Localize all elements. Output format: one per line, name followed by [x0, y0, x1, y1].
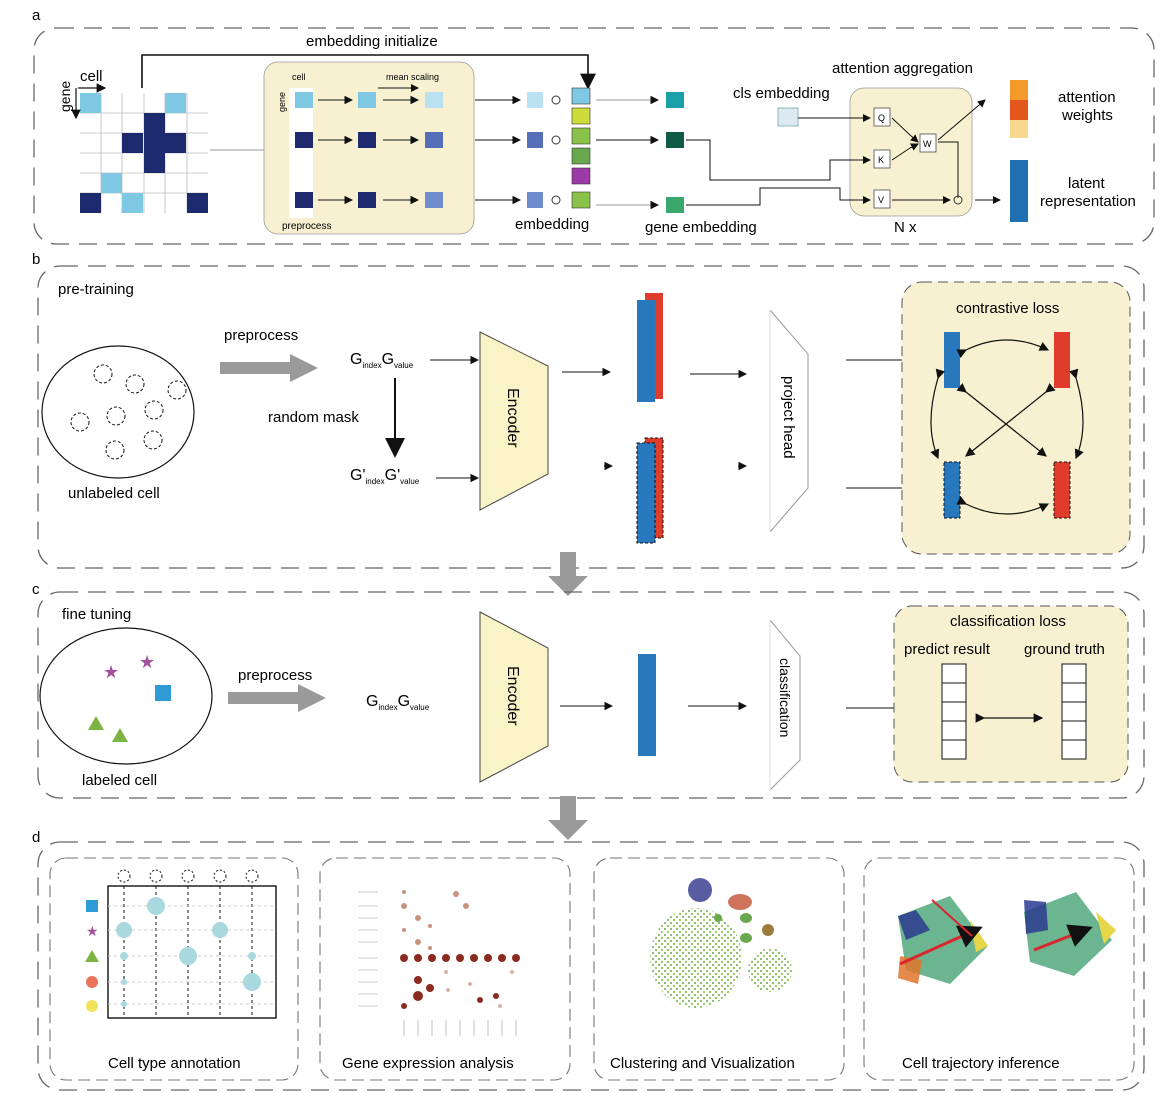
- app-card-gene-expression: [319, 857, 571, 1081]
- classification-head-shape: [769, 619, 801, 791]
- embedding-stack: [571, 87, 591, 209]
- predict-result-column: [941, 663, 967, 760]
- panel-c-letter: c: [32, 581, 40, 598]
- svg-text:★: ★: [103, 662, 119, 682]
- trajectory-plot-right: [1024, 892, 1116, 976]
- embedding-label: embedding: [515, 216, 589, 233]
- annotation-label: Cell type annotation: [108, 1055, 241, 1072]
- trajectory-label: Cell trajectory inference: [902, 1055, 1060, 1072]
- nx-label: N x: [894, 219, 917, 236]
- pretraining-latent-pair-bottom: [636, 437, 664, 544]
- preprocess-rows: [295, 92, 443, 208]
- pretraining-latent-pair-top: [637, 293, 663, 402]
- trajectory-plot-left: [898, 896, 988, 984]
- labeled-cell-ellipse: [39, 627, 213, 765]
- contrastive-arrows: [930, 339, 1084, 515]
- panel-d-frame: [37, 841, 1145, 1091]
- latent-label-1: latent: [1068, 175, 1106, 192]
- svg-text:mean scaling: mean scaling: [386, 72, 439, 82]
- w-label: W: [923, 139, 932, 149]
- finetune-latent-bar: [638, 654, 656, 756]
- preprocess-label: preprocess: [282, 221, 331, 232]
- gene-expression-dotplot: [358, 890, 520, 1036]
- gene-expression-label: Gene expression analysis: [342, 1055, 514, 1072]
- b-to-c-arrow: [548, 552, 588, 596]
- panel-d-letter: d: [32, 829, 40, 846]
- attention-weights-label-2: weights: [1061, 107, 1113, 124]
- contrastive-loss-label: contrastive loss: [956, 300, 1059, 317]
- cls-embedding-cube: [777, 107, 799, 127]
- svg-text:★: ★: [86, 923, 99, 939]
- cls-embedding-label: cls embedding: [733, 85, 830, 102]
- c-to-d-arrow: [548, 796, 588, 840]
- matrix-cell-label: cell: [80, 68, 103, 85]
- preprocess-to-embedding-arrows: [475, 95, 522, 205]
- finetune-preprocess-label: preprocess: [238, 667, 312, 684]
- gene-cell-matrix: [80, 93, 208, 213]
- unlabeled-cell-label: unlabeled cell: [68, 485, 160, 502]
- q-label: Q: [878, 113, 885, 123]
- attention-block: [849, 87, 973, 217]
- pretraining-title: pre-training: [58, 281, 134, 298]
- panel-a-frame: [33, 27, 1155, 245]
- embedding-to-gene-arrows: [596, 95, 660, 210]
- app-card-trajectory: [863, 857, 1135, 1081]
- v-label: V: [878, 195, 884, 205]
- matrix-gene-label: gene: [57, 81, 73, 112]
- pretraining-preprocess-arrow: [220, 354, 318, 382]
- project-head-shape: [769, 309, 809, 533]
- predict-result-label: predict result: [904, 641, 991, 658]
- unlabeled-cell-dots: [70, 364, 187, 460]
- finetune-g-label: GindexGvalue: [366, 693, 430, 712]
- attention-internal-arrows: [686, 99, 1001, 206]
- classification-label: classification: [777, 658, 793, 737]
- unlabeled-cell-ellipse: [41, 345, 195, 479]
- mini-gene-label: gene: [277, 92, 287, 112]
- attention-aggregation-label: attention aggregation: [832, 60, 973, 77]
- app-card-annotation: [49, 857, 299, 1081]
- random-mask-label: random mask: [268, 409, 359, 426]
- panel-b-letter: b: [32, 251, 40, 268]
- embedding-initialize-arrow: [141, 54, 596, 90]
- g-index-label: GindexGvalue: [350, 351, 414, 370]
- labeled-cell-label: labeled cell: [82, 772, 157, 789]
- finetune-preprocess-arrow: [228, 684, 326, 712]
- labeled-cell-markers: ★ ★: [88, 652, 171, 742]
- ground-truth-label: ground truth: [1024, 641, 1105, 658]
- pretraining-encoder: [479, 331, 549, 511]
- g-masked-label: G'indexG'value: [350, 467, 420, 486]
- attention-qkv: [873, 107, 937, 209]
- clustering-umap: [650, 878, 792, 1008]
- finetune-encoder-label: Encoder: [504, 666, 521, 726]
- finetuning-title: fine tuning: [62, 606, 131, 623]
- annotation-dotplot: ★: [85, 869, 277, 1019]
- k-label: K: [878, 155, 884, 165]
- gene-embedding-label: gene embedding: [645, 219, 757, 236]
- app-card-clustering: [593, 857, 845, 1081]
- finetune-encoder: [479, 611, 549, 783]
- attention-weights-bar: [1010, 80, 1028, 138]
- latent-label-2: representation: [1040, 193, 1136, 210]
- mini-cell-label: cell: [292, 72, 306, 82]
- embedding-inputs: [527, 92, 561, 208]
- classification-loss-label: classification loss: [950, 613, 1066, 630]
- contrastive-bars: [943, 332, 1071, 519]
- panel-a-letter: a: [32, 7, 41, 24]
- attention-weights-label-1: attention: [1058, 89, 1116, 106]
- attention-plus-circle: [953, 195, 963, 205]
- ground-truth-column: [1061, 663, 1087, 760]
- clustering-label: Clustering and Visualization: [610, 1055, 795, 1072]
- project-head-label: project head: [780, 376, 797, 459]
- pretraining-encoder-label: Encoder: [504, 388, 521, 448]
- svg-text:★: ★: [139, 652, 155, 672]
- panel-b-frame: [37, 265, 1145, 569]
- pretraining-preprocess-label: preprocess: [224, 327, 298, 344]
- mean-scaling-label: mean scaling: [386, 72, 439, 82]
- gene-embedding-cubes: [666, 92, 684, 213]
- classification-loss-box: [893, 605, 1129, 783]
- panel-c-frame: [37, 591, 1145, 799]
- latent-representation-bar: [1010, 160, 1028, 222]
- embedding-initialize-label: embedding initialize: [306, 33, 438, 50]
